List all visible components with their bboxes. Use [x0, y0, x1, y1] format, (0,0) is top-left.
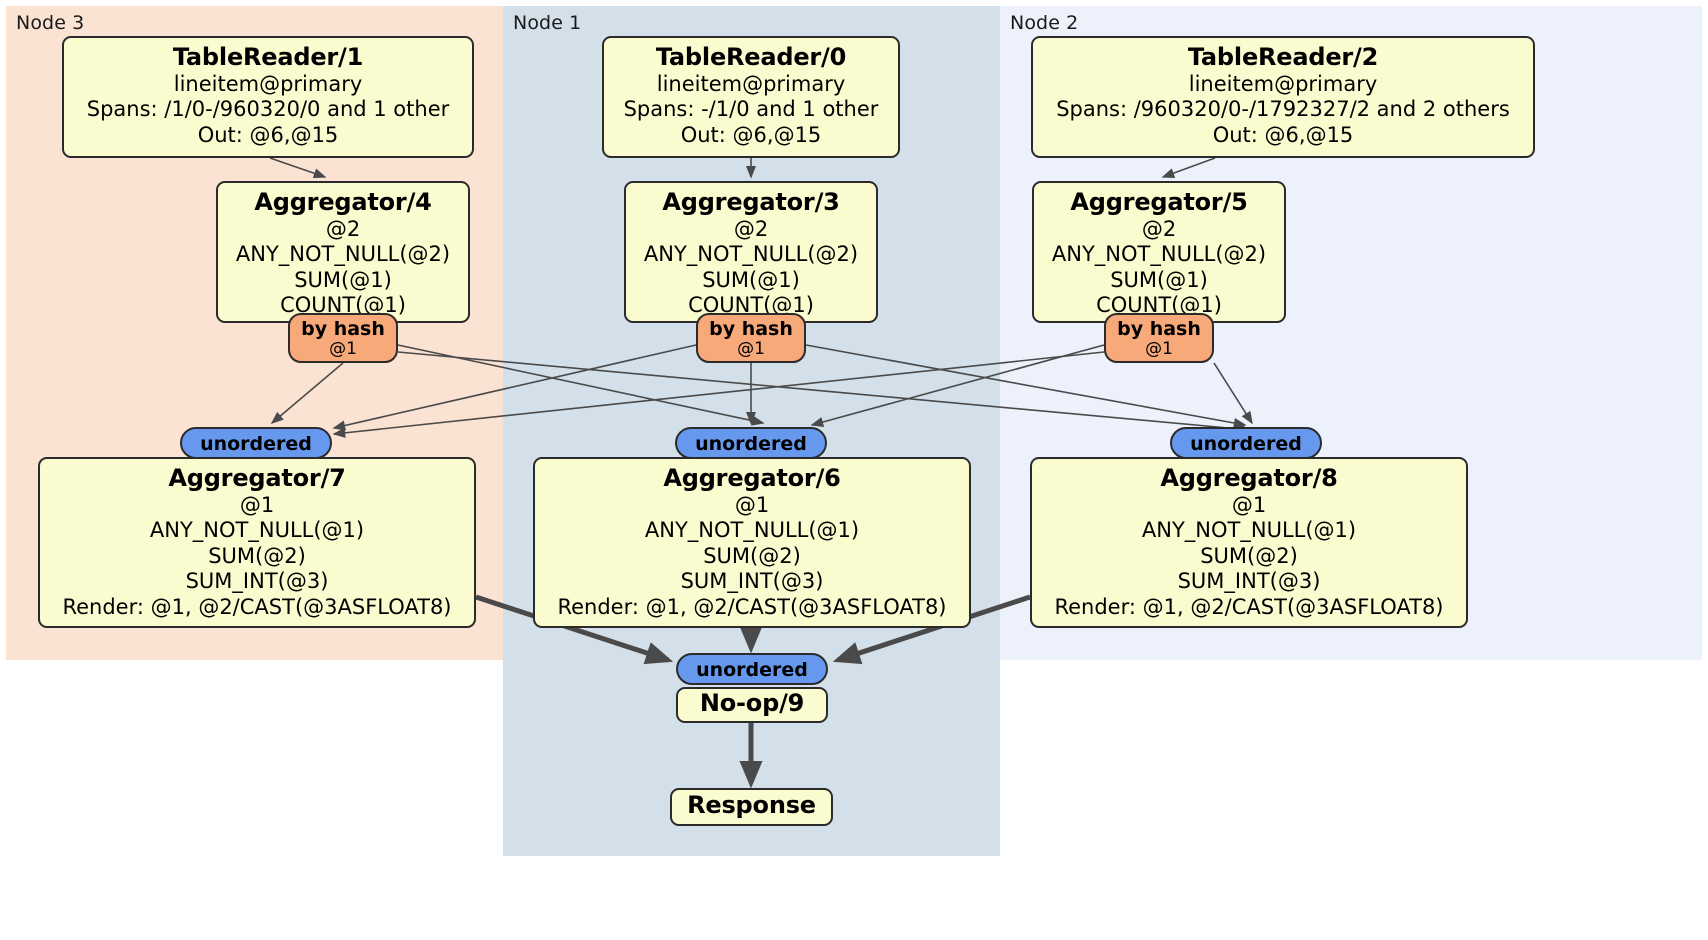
processor-detail-line: Out: @6,@15 — [197, 122, 339, 147]
processor-detail-line: SUM_INT(@3) — [680, 569, 824, 594]
processor-detail-line: @2 — [325, 217, 361, 242]
badge-title: unordered — [200, 433, 312, 455]
processor-detail-line: Out: @6,@15 — [1212, 122, 1354, 147]
badge-title: by hash — [301, 318, 385, 340]
badge-hash3[interactable]: by hash@1 — [696, 313, 806, 363]
badge-subtitle: @1 — [1145, 338, 1173, 359]
processor-detail-line: @2 — [1141, 217, 1177, 242]
node-region-label: Node 2 — [1010, 12, 1079, 34]
badge-title: by hash — [1117, 318, 1201, 340]
badge-title: unordered — [1190, 433, 1302, 455]
processor-title: TableReader/1 — [172, 43, 364, 71]
processor-title: Aggregator/8 — [1160, 464, 1338, 492]
processor-detail-line: Render: @1, @2/CAST(@3ASFLOAT8) — [557, 594, 947, 619]
processor-title: TableReader/0 — [655, 43, 847, 71]
processor-detail-line: @1 — [239, 493, 275, 518]
processor-detail-line: SUM(@2) — [703, 543, 801, 568]
processor-noop9[interactable]: No-op/9 — [676, 687, 828, 723]
processor-detail-line: SUM(@2) — [1200, 543, 1298, 568]
processor-detail-line: @1 — [1231, 493, 1267, 518]
processor-detail-line: ANY_NOT_NULL(@2) — [643, 242, 859, 267]
processor-detail-line: SUM(@2) — [208, 543, 306, 568]
processor-title: No-op/9 — [699, 689, 805, 718]
badge-subtitle: @1 — [329, 338, 357, 359]
processor-title: Response — [687, 791, 816, 820]
processor-detail-line: Render: @1, @2/CAST(@3ASFLOAT8) — [62, 594, 452, 619]
processor-title: Aggregator/3 — [662, 188, 840, 216]
processor-detail-line: ANY_NOT_NULL(@1) — [644, 518, 860, 543]
processor-title: TableReader/2 — [1187, 43, 1379, 71]
processor-detail-line: ANY_NOT_NULL(@2) — [235, 242, 451, 267]
processor-detail-line: lineitem@primary — [1188, 72, 1378, 97]
processor-title: Aggregator/7 — [168, 464, 346, 492]
processor-title: Aggregator/4 — [254, 188, 432, 216]
processor-detail-line: Spans: /960320/0-/1792327/2 and 2 others — [1056, 97, 1510, 122]
badge-title: unordered — [696, 659, 808, 681]
node-region-label: Node 1 — [513, 12, 582, 34]
processor-detail-line: ANY_NOT_NULL(@1) — [1141, 518, 1357, 543]
processor-detail-line: SUM_INT(@3) — [1177, 569, 1321, 594]
processor-title: Aggregator/5 — [1070, 188, 1248, 216]
processor-detail-line: @1 — [734, 493, 770, 518]
processor-detail-line: SUM(@1) — [1110, 267, 1208, 292]
badge-title: unordered — [695, 433, 807, 455]
processor-detail-line: lineitem@primary — [656, 72, 846, 97]
processor-detail-line: Out: @6,@15 — [680, 122, 822, 147]
node-region-label: Node 3 — [16, 12, 85, 34]
badge-hash5[interactable]: by hash@1 — [1104, 313, 1214, 363]
processor-detail-line: ANY_NOT_NULL(@2) — [1051, 242, 1267, 267]
processor-detail-line: SUM(@1) — [294, 267, 392, 292]
badge-title: by hash — [709, 318, 793, 340]
processor-response[interactable]: Response — [670, 788, 833, 826]
processor-detail-line: Render: @1, @2/CAST(@3ASFLOAT8) — [1054, 594, 1444, 619]
processor-detail-line: Spans: /1/0-/960320/0 and 1 other — [86, 97, 450, 122]
processor-title: Aggregator/6 — [663, 464, 841, 492]
badge-uo9[interactable]: unordered — [676, 653, 828, 685]
processor-detail-line: SUM(@1) — [702, 267, 800, 292]
badge-hash4[interactable]: by hash@1 — [288, 313, 398, 363]
processor-detail-line: SUM_INT(@3) — [185, 569, 329, 594]
badge-uo8[interactable]: unordered — [1170, 427, 1322, 459]
processor-detail-line: @2 — [733, 217, 769, 242]
badge-subtitle: @1 — [737, 338, 765, 359]
processor-detail-line: lineitem@primary — [173, 72, 363, 97]
processor-detail-line: ANY_NOT_NULL(@1) — [149, 518, 365, 543]
badge-uo6[interactable]: unordered — [675, 427, 827, 459]
processor-detail-line: Spans: -/1/0 and 1 other — [623, 97, 879, 122]
badge-uo7[interactable]: unordered — [180, 427, 332, 459]
